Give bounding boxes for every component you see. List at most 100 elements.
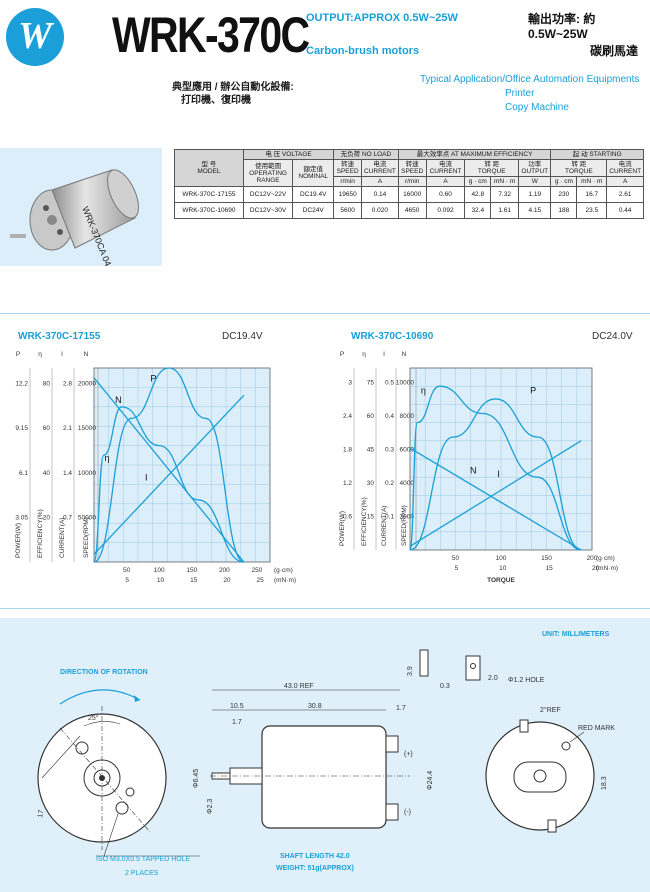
curve-label: P [530, 385, 536, 395]
y-tick-label: 9.15 [15, 425, 28, 432]
unit-cell: r/min [397, 176, 427, 187]
y-tick-label: 1.4 [63, 470, 72, 477]
application-en-item: Printer [505, 88, 535, 99]
plot-frame [93, 367, 271, 563]
grid [93, 367, 271, 563]
unit-cell: r/min [333, 176, 363, 187]
curve-label: I [497, 469, 500, 479]
current-cn: 电流 [618, 161, 632, 168]
cell: 23.5 [576, 202, 608, 219]
curve-label: I [145, 473, 148, 483]
red-mark [561, 741, 571, 751]
weight-label: WEIGHT: 51g(APPROX) [276, 865, 354, 872]
curve-label: N [115, 395, 122, 405]
dim-phi-6-45: Φ6.45 [193, 769, 200, 788]
y-tick-label: 2.4 [343, 413, 352, 420]
y-tick-label: 3.05 [15, 514, 28, 521]
angle-2-ref: 2°REF [540, 706, 561, 714]
chart-voltage: DC24.0V [592, 331, 633, 342]
x-tick-gcm: 100 [496, 555, 507, 562]
tapped-hole-label: ISO M3.0X0.5 TAPPED HOLE [96, 856, 191, 863]
rear-view-plate [513, 761, 567, 793]
y-tick-label: 80 [43, 381, 51, 388]
dim-17: 17 [37, 809, 45, 818]
grid [409, 367, 593, 551]
nominal-header: 額定值 NOMINAL [292, 159, 335, 187]
dim-1-7-right: 1.7 [396, 705, 406, 712]
rotation-label: DIRECTION OF ROTATION [60, 669, 148, 676]
side-view-body [261, 725, 387, 829]
y-axis-header: N [84, 351, 89, 358]
x-tick-gcm: 250 [252, 567, 263, 574]
table-row: WRK-370C-10690 DC12V~30V DC24V 5600 0.02… [174, 202, 644, 219]
torque-en: TORQUE [477, 168, 506, 175]
I-axis-label: CURRENT(A) [381, 506, 388, 546]
rear-terminal [547, 819, 557, 833]
dim-1-7-left: 1.7 [232, 719, 242, 726]
cell: WRK-370C-10690 [174, 202, 244, 219]
terminal-minus [385, 803, 399, 821]
model-header-cn: 型 号 [201, 161, 217, 168]
x-tick-gcm: 200 [219, 567, 230, 574]
x-unit-gcm: (g·cm) [274, 567, 293, 574]
unit-label: UNIT: MILLIMETERS [542, 631, 610, 638]
application-en-title: Typical Application/Office Automation Eq… [420, 74, 640, 85]
I-axis-label: CURRENT(A) [59, 518, 66, 558]
N-axis-label: SPEED(RPM) [83, 517, 90, 558]
eta-axis-label: EFFICIENCY(%) [361, 497, 368, 546]
y-tick-label: 4000 [400, 480, 415, 487]
curve-eta [93, 406, 245, 563]
curve-P [409, 398, 582, 551]
cell: 0.44 [606, 202, 644, 219]
application-cn-items: 打印機、復印機 [181, 95, 251, 106]
curve-N [409, 447, 582, 551]
shaft-length-label: SHAFT LENGTH 42.0 [280, 853, 350, 860]
cell: DC12V~22V [242, 186, 294, 203]
motor-type-en: Carbon-brush motors [306, 45, 420, 57]
terminal-plus-label: (+) [404, 751, 413, 758]
application-en-item: Copy Machine [505, 102, 569, 113]
dim-line [41, 735, 81, 779]
current-cn: 电流 [373, 161, 387, 168]
y-axes: P0.61.21.82.43POWER(W)η1530456075EFFICIE… [339, 351, 417, 550]
y-tick-label: 6.1 [19, 470, 28, 477]
cell: 32.4 [464, 202, 492, 219]
unit-cell: A [425, 176, 466, 187]
brand-logo-letter: W [18, 15, 52, 57]
unit-cell: g · cm [464, 176, 492, 187]
angle-25: 25° [88, 714, 99, 722]
output-range-cn: 輸出功率: 約0.5W~25W [528, 12, 596, 41]
speed-cn: 转速 [341, 161, 355, 168]
cell: 7.32 [490, 186, 520, 203]
curve-eta [409, 385, 582, 551]
y-axis-header: P [16, 351, 20, 358]
x-tick-gcm: 150 [541, 555, 552, 562]
cell: 1.19 [518, 186, 552, 203]
chart-voltage: DC19.4V [222, 331, 263, 342]
operating-range-cn: 使用範圍 [255, 162, 282, 170]
y-tick-label: 15 [367, 514, 375, 521]
cell: 0.020 [361, 202, 399, 219]
y-tick-label: 0.4 [385, 413, 394, 420]
no-load-header: 无负荷 NO LOAD [333, 149, 399, 160]
y-tick-label: 60 [367, 413, 375, 420]
application-cn-title: 典型應用 / 辦公自動化設備: [172, 82, 294, 93]
dim-18-3: 18.3 [601, 776, 608, 790]
unit-cell: A [606, 176, 644, 187]
cell: DC12V~30V [242, 202, 294, 219]
y-tick-label: 30 [367, 480, 375, 487]
speed-en: SPEED [336, 168, 359, 175]
cell: 5600 [333, 202, 363, 219]
y-tick-label: 0.1 [385, 514, 394, 521]
y-tick-label: 6000 [400, 447, 415, 454]
section-divider [0, 313, 650, 314]
x-tick-gcm: 200 [587, 555, 598, 562]
cell: 0.14 [361, 186, 399, 203]
unit-cell: mN · m [576, 176, 608, 187]
current-en: CURRENT [364, 168, 396, 175]
